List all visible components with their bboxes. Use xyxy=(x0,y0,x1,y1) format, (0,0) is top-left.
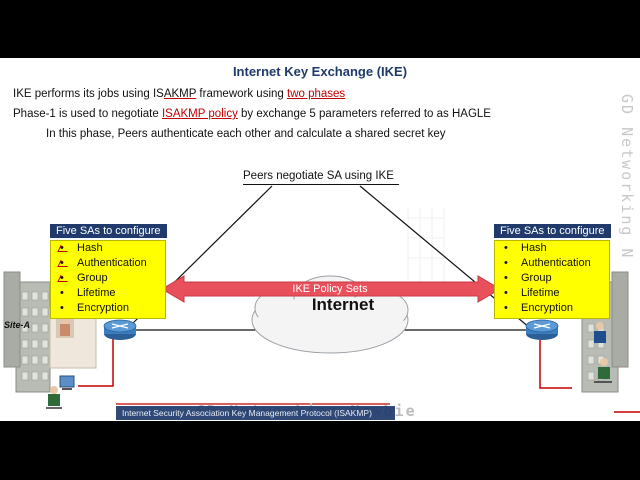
router-icon-right xyxy=(525,319,559,340)
isakmp-caption: Internet Security Association Key Manage… xyxy=(116,406,395,420)
person-icon-right xyxy=(594,322,612,383)
list-item: Authentication xyxy=(51,256,165,271)
slide-title: Internet Key Exchange (IKE) xyxy=(232,64,408,79)
left-sa-list: Hash Authentication Group Lifetime Encry… xyxy=(51,241,165,316)
list-item: Authentication xyxy=(495,256,609,271)
list-item: Encryption xyxy=(51,301,165,316)
right-sa-list: Hash Authentication Group Lifetime Encry… xyxy=(495,241,609,316)
list-item: Group xyxy=(51,271,165,286)
checkmark-icon xyxy=(57,275,71,282)
right-sa-box: Hash Authentication Group Lifetime Encry… xyxy=(494,240,610,319)
left-sa-box: Hash Authentication Group Lifetime Encry… xyxy=(50,240,166,319)
peers-label: Peers negotiate SA using IKE xyxy=(243,170,394,182)
left-sa-header: Five SAs to configure xyxy=(50,224,167,238)
line-authenticate: In this phase, Peers authenticate each o… xyxy=(46,128,446,140)
list-item: Lifetime xyxy=(495,286,609,301)
watermark-grid xyxy=(407,208,445,283)
policy-label: IKE Policy Sets xyxy=(292,283,368,295)
isakmp-policy-highlight: ISAKMP policy xyxy=(161,108,238,120)
line1-text-c: framework using xyxy=(196,88,287,100)
right-lan-cable xyxy=(539,340,572,389)
peers-underline xyxy=(243,184,399,185)
line-phase1: Phase-1 is used to negotiate ISAKMP poli… xyxy=(13,108,491,120)
left-lan-cable xyxy=(78,333,114,387)
site-a-label: Site-A xyxy=(4,320,31,330)
internet-label: Internet xyxy=(311,295,375,314)
list-item: Hash xyxy=(51,241,165,256)
router-icon xyxy=(103,319,137,340)
list-item: Encryption xyxy=(495,301,609,316)
line2-text-c: by exchange 5 parameters referred to as … xyxy=(237,108,491,120)
line1-text-a: IKE performs its jobs using IS xyxy=(13,88,164,100)
list-item: Lifetime xyxy=(51,286,165,301)
checkmark-icon xyxy=(57,245,71,252)
checkmark-icon xyxy=(57,260,71,267)
network-diagram xyxy=(3,185,640,413)
list-item: Hash xyxy=(495,241,609,256)
line1-text-b: AKMP xyxy=(163,88,197,100)
two-phases-highlight: two phases xyxy=(287,88,346,100)
building-icon xyxy=(3,271,51,393)
line-ike-phases: IKE performs its jobs using ISAKMP frame… xyxy=(13,88,345,100)
right-sa-header: Five SAs to configure xyxy=(494,224,611,238)
list-item: Group xyxy=(495,271,609,286)
slide: Internet Key Exchange (IKE) IKE performs… xyxy=(0,58,640,421)
computer-icon xyxy=(46,375,75,409)
brand-watermark-vertical: GD Networking N xyxy=(618,94,636,260)
line2-text-a: Phase-1 is used to negotiate xyxy=(13,108,162,120)
